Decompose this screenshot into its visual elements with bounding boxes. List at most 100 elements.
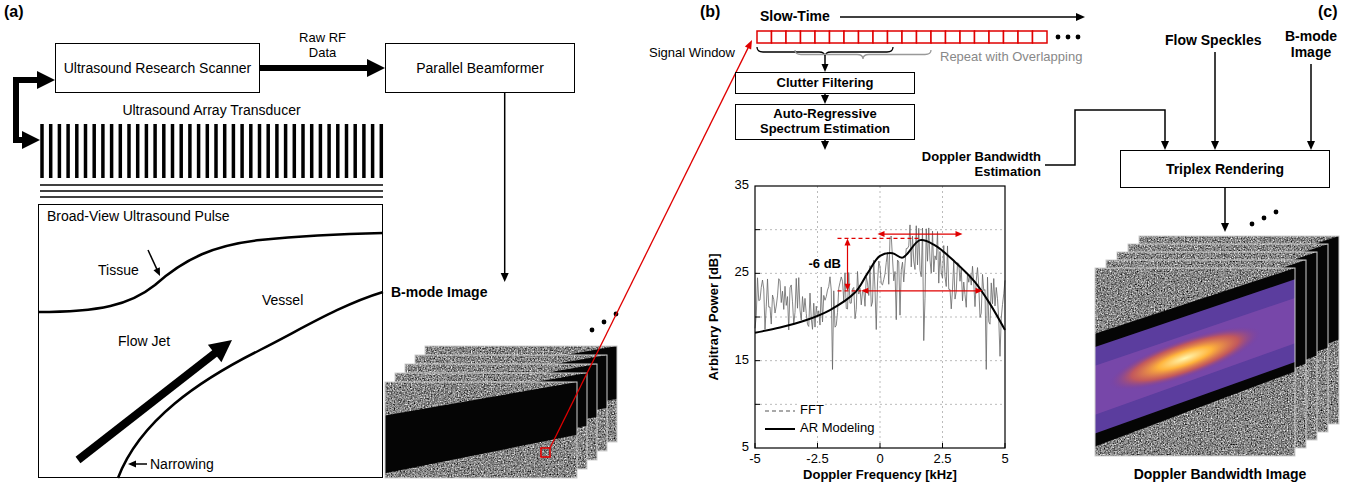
slow-time-sample <box>888 31 903 43</box>
bandwidth-map <box>1095 298 1295 415</box>
callout-label: Narrowing <box>150 456 214 472</box>
transducer-element <box>249 124 253 178</box>
transducer-element <box>92 124 96 178</box>
transducer-element <box>66 124 70 178</box>
arrow-head <box>501 273 509 282</box>
process-box: Clutter Filtering <box>735 72 915 94</box>
connector <box>821 94 829 104</box>
input-arrow <box>1310 64 1312 144</box>
transducer-element <box>301 124 305 178</box>
vessel-drawing <box>38 233 383 478</box>
arrow-head <box>821 95 829 104</box>
input-label: B-mode Image <box>1282 28 1340 60</box>
transducer-element <box>284 124 288 178</box>
panel-letter: (a) <box>4 3 24 21</box>
transducer-element <box>232 124 236 178</box>
window-brace <box>795 50 931 59</box>
transducer-element <box>380 124 384 178</box>
frame-border <box>1095 268 1295 456</box>
transducer-element <box>319 124 323 178</box>
time-arrow <box>840 16 1079 18</box>
tick-mark <box>755 273 760 274</box>
arrow-head <box>861 288 868 294</box>
transducer-element <box>258 124 262 178</box>
figure-heading: Broad-View Ultrasound Pulse <box>47 208 230 224</box>
connector <box>501 93 509 282</box>
box-label: Ultrasound Research Scanner <box>64 60 252 76</box>
slow-time-sample <box>931 31 946 43</box>
region-label: Tissue <box>98 262 139 278</box>
transducer-element <box>145 124 149 178</box>
vessel-lumen <box>385 382 577 473</box>
arrow-head <box>821 141 829 150</box>
slow-time-sample <box>786 31 801 43</box>
edge-label: Raw RF Data <box>294 31 352 61</box>
bandwidth-arrow <box>882 233 957 234</box>
tick-mark <box>880 443 881 448</box>
grid-line <box>755 404 1005 405</box>
flow-jet-arrow <box>78 349 220 460</box>
axis-title: Doppler Frequency [kHz] <box>803 468 957 483</box>
bandwidth-arrow <box>866 290 977 291</box>
transducer-element <box>206 124 210 178</box>
arrow-head <box>956 231 963 237</box>
transducer-element <box>84 124 88 178</box>
tick-mark <box>755 317 760 318</box>
lens-line <box>40 184 383 186</box>
connector-line <box>16 80 42 140</box>
ellipsis-dot <box>1076 35 1081 40</box>
region-label: Flow Jet <box>118 333 170 349</box>
arrow-head <box>845 238 851 245</box>
ellipsis-dot <box>1262 216 1267 221</box>
ellipsis-dot <box>590 328 595 333</box>
db-arrow <box>847 243 848 286</box>
slow-time-sample <box>830 31 845 43</box>
tick-mark <box>1005 443 1006 448</box>
tick-label: -5 <box>749 452 761 467</box>
region-label: Vessel <box>262 292 303 308</box>
tick-label: 0 <box>876 452 883 467</box>
input-arrow <box>1214 52 1216 144</box>
tick-mark <box>942 443 943 448</box>
slow-time-sample <box>902 31 917 43</box>
transducer-element <box>75 124 79 178</box>
transducer-element <box>327 124 331 178</box>
window-brace <box>757 47 893 57</box>
ellipsis-dot <box>1066 35 1071 40</box>
panel-letter: (c) <box>1318 3 1338 21</box>
transducer-element <box>40 124 44 178</box>
slow-time-sample <box>873 31 888 43</box>
vessel-lumen <box>1095 268 1295 447</box>
ultrasound-speckle <box>385 382 577 478</box>
slow-time-sample <box>1033 31 1048 43</box>
image-stack: B-mode Image <box>385 282 620 480</box>
slow-time-sample <box>1018 31 1033 43</box>
box-label: Parallel Beamformer <box>416 60 544 76</box>
connector-line <box>1224 188 1226 226</box>
process-box: Parallel Beamformer <box>385 43 575 93</box>
transducer-element <box>127 124 131 178</box>
transducer-element <box>371 124 375 178</box>
bmode-frame <box>385 382 577 478</box>
tick-mark <box>755 229 760 230</box>
transducer-element <box>49 124 53 178</box>
process-box: Triplex Rendering <box>1120 150 1330 188</box>
transducer-element <box>197 124 201 178</box>
arrow-head <box>128 461 136 468</box>
figure-heading: Doppler Bandwidth Image <box>1134 466 1307 482</box>
slow-time-sample <box>757 31 772 43</box>
transducer-element <box>345 124 349 178</box>
jet-highlight <box>1103 314 1266 402</box>
process-box: Ultrasound Research Scanner <box>55 43 260 93</box>
sample-link <box>550 46 749 448</box>
tick-mark <box>755 443 756 448</box>
transducer-element <box>266 124 270 178</box>
connector <box>16 71 55 149</box>
note-label: Repeat with Overlapping <box>940 50 1082 65</box>
transducer-element <box>293 124 297 178</box>
panel-letter: (b) <box>700 3 720 21</box>
slow-time-sample <box>801 31 816 43</box>
box-label: Triplex Rendering <box>1166 161 1284 177</box>
transducer-element <box>179 124 183 178</box>
